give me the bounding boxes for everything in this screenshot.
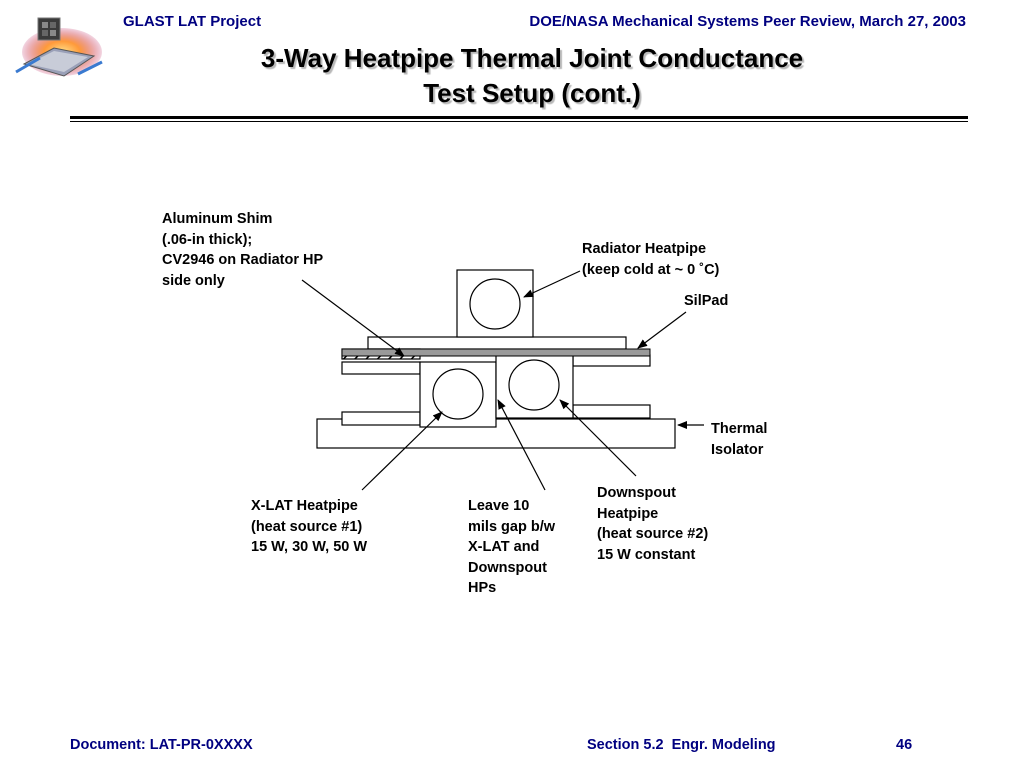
page-title-line1: 3-Way Heatpipe Thermal Joint Conductance [260, 43, 804, 73]
leader-gap [497, 399, 546, 491]
label-downspout-heatpipe: Downspout Heatpipe (heat source #2) 15 W… [597, 485, 709, 563]
radiator-heatpipe-bore [469, 278, 521, 330]
leader-downspout-heatpipe [559, 399, 637, 477]
label-gap: Leave 10 mils gap b/w X-LAT and Downspou… [468, 498, 556, 596]
upper-right-plate [572, 354, 651, 367]
label-aluminum-shim: Aluminum Shim (.06-in thick); CV2946 on … [162, 211, 324, 289]
glast-satellite-logo-icon [14, 14, 104, 84]
leader-xlat-heatpipe [361, 411, 443, 491]
title-rule-thin [70, 121, 968, 122]
top-saddle-plate [367, 336, 627, 350]
footer-section: Section 5.2 Engr. Modeling [587, 737, 776, 753]
lower-right-plate [572, 404, 651, 419]
title-rule-thick [70, 116, 968, 119]
upper-left-plate [341, 361, 421, 375]
xlat-heatpipe-bore [432, 368, 484, 420]
leader-radiator-heatpipe [523, 270, 581, 298]
header-project: GLAST LAT Project [123, 13, 262, 30]
label-radiator-heatpipe: Radiator Heatpipe (keep cold at ~ 0 ˚C) [582, 241, 720, 278]
silpad-layer [341, 348, 651, 357]
label-thermal-isolator: Thermal Isolator [711, 421, 768, 458]
header-review: DOE/NASA Mechanical Systems Peer Review,… [529, 13, 966, 30]
leader-aluminum-shim [301, 279, 405, 357]
leader-silpad [637, 311, 687, 349]
page-title-line2: Test Setup (cont.) [423, 78, 641, 108]
footer-document: Document: LAT-PR-0XXXX [70, 737, 253, 753]
label-silpad: SilPad [684, 293, 729, 309]
label-xlat-heatpipe: X-LAT Heatpipe (heat source #1) 15 W, 30… [251, 498, 368, 555]
footer-page-number: 46 [896, 737, 913, 753]
lower-left-plate [341, 411, 421, 426]
downspout-heatpipe-bore [508, 359, 560, 411]
